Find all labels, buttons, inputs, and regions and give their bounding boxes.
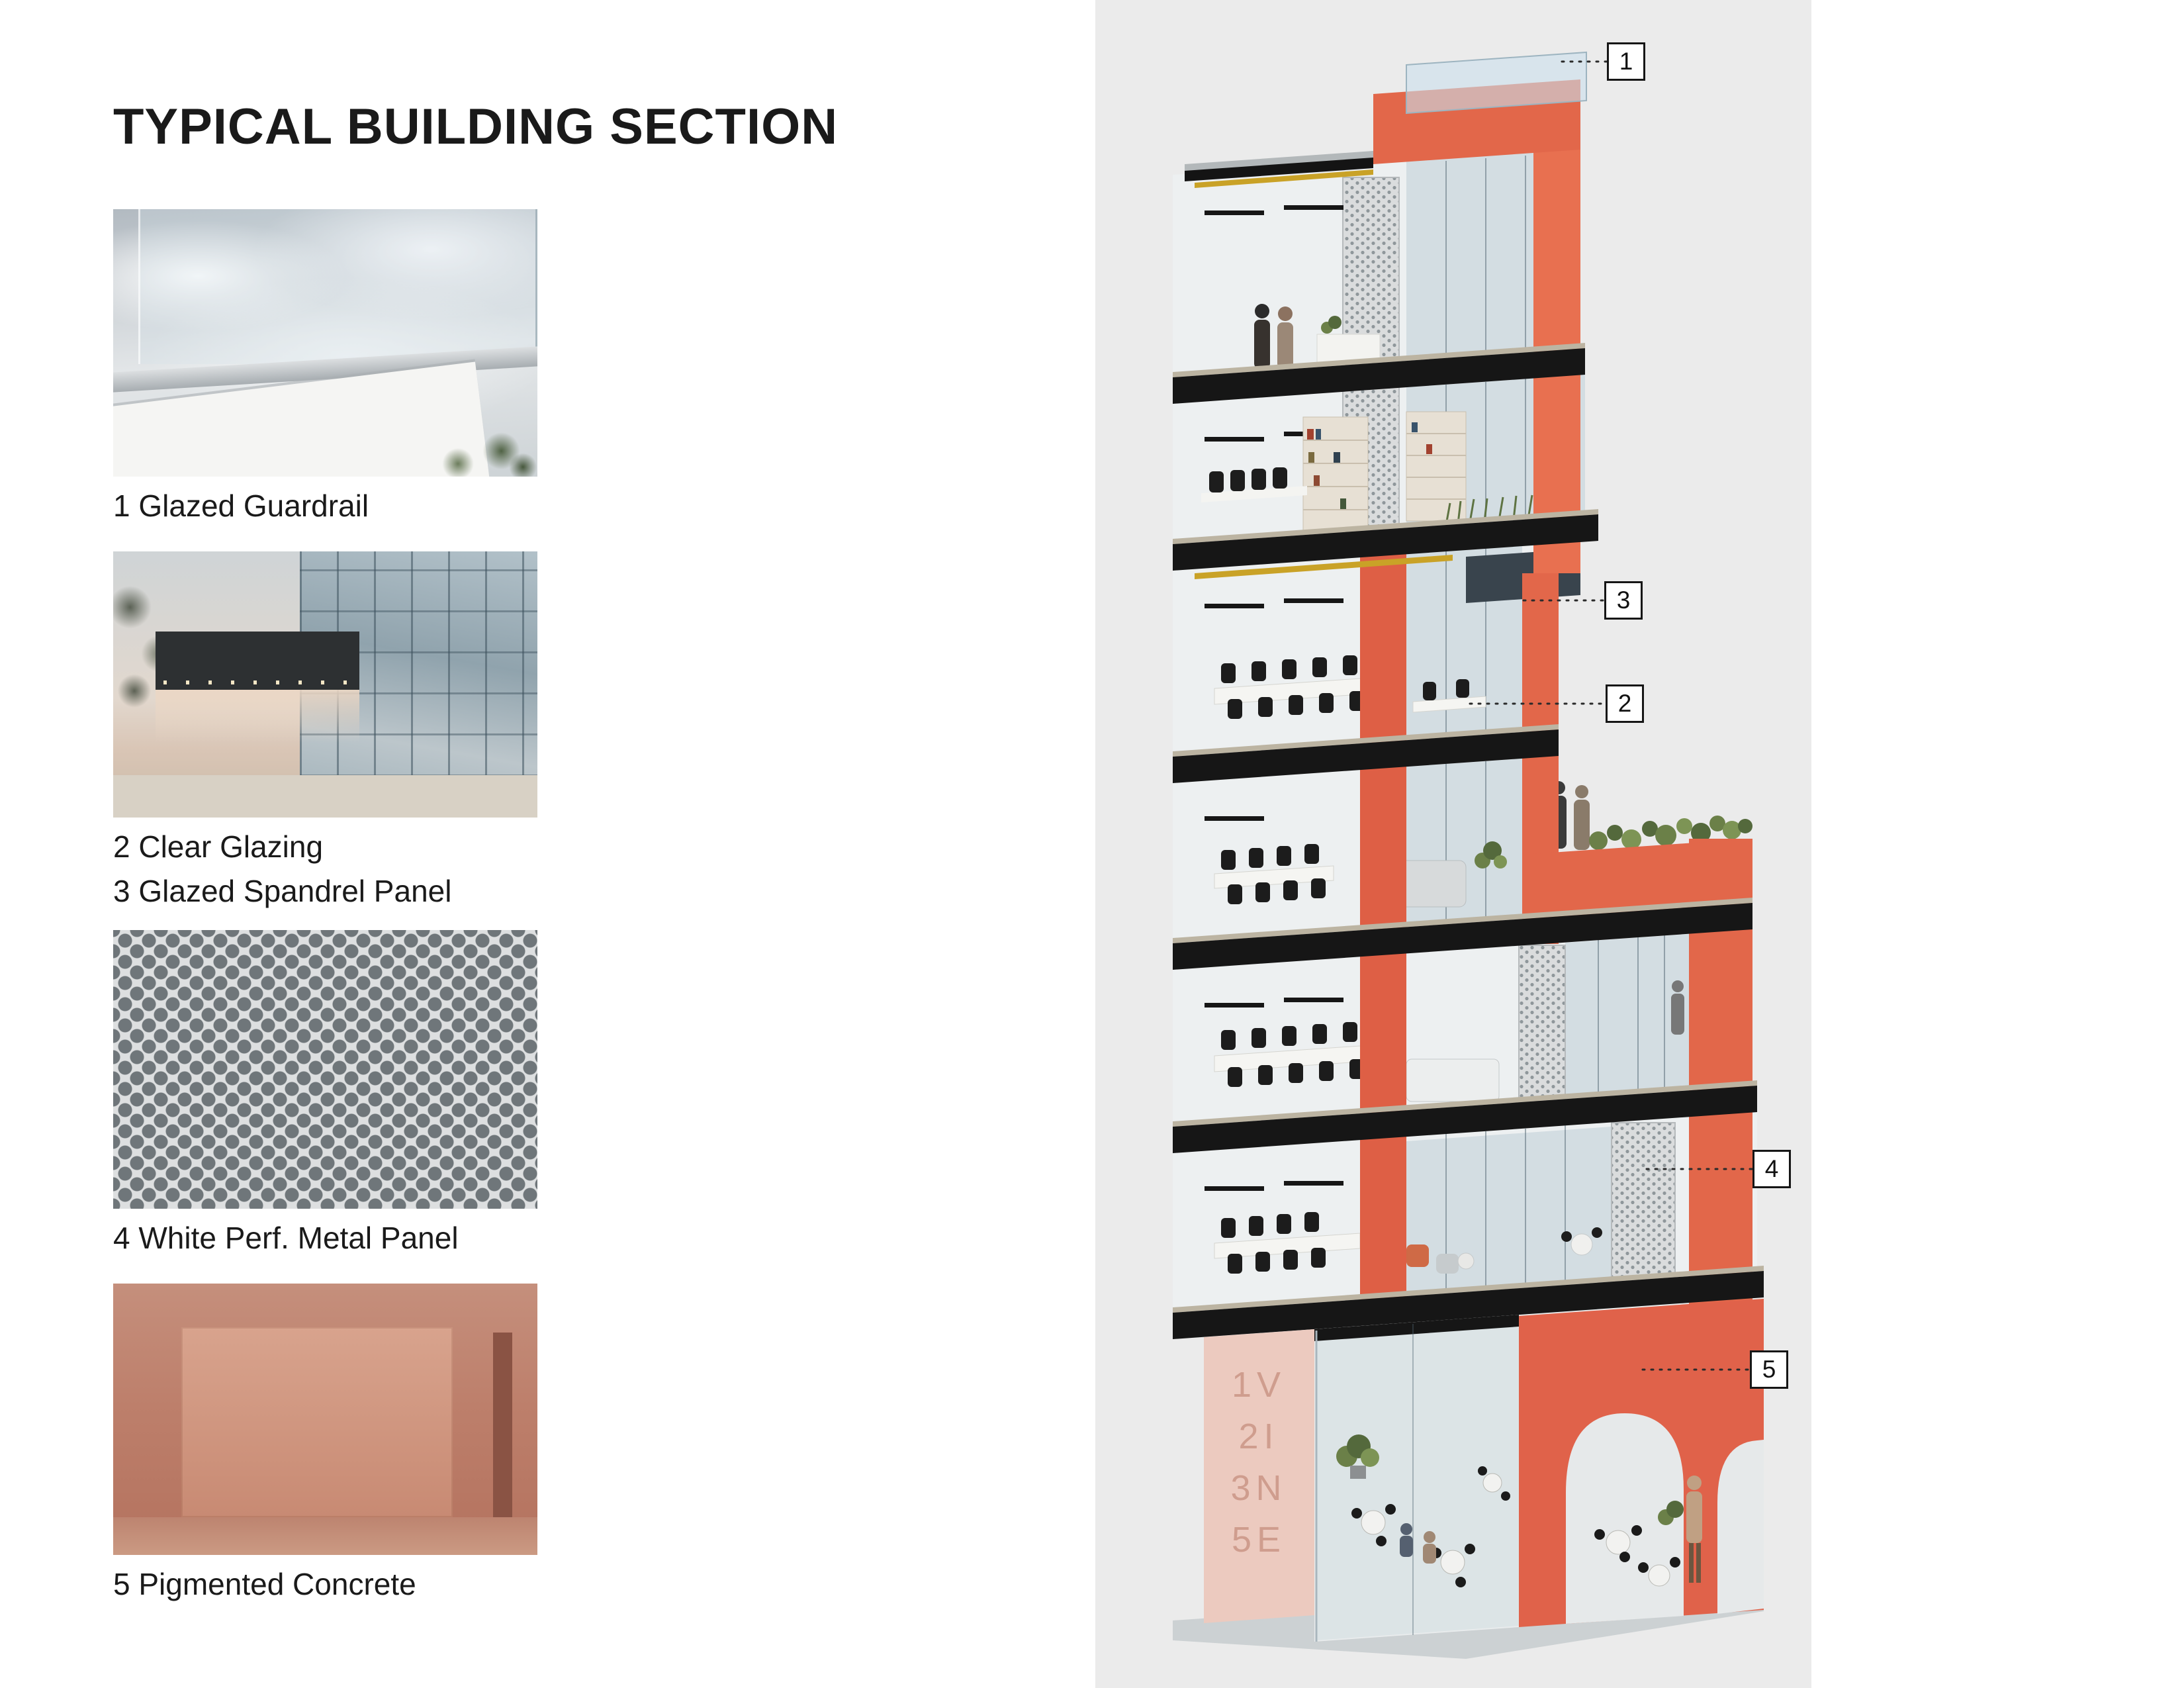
glass-panel: [138, 209, 537, 365]
glazed-guardrail-photo: [113, 209, 537, 477]
furniture: [1201, 205, 1602, 1274]
signage-panel: 1V 2I 3N 5E: [1204, 1329, 1314, 1623]
perforation-pattern: [113, 930, 537, 1209]
material-caption-5: 5 Pigmented Concrete: [113, 1567, 416, 1601]
concrete-back-wall: [181, 1327, 453, 1517]
gold-soffit-accents: [1195, 169, 1453, 579]
material-caption-3: 3 Glazed Spandrel Panel: [113, 874, 452, 909]
concrete-floor: [113, 1517, 537, 1555]
terrace-parapet: [1532, 839, 1752, 919]
pedestrian: [1686, 1476, 1702, 1583]
roof: [1185, 51, 1587, 181]
arch-opening-right: [1717, 1440, 1764, 1614]
sign-line-1: 1V: [1232, 1365, 1286, 1405]
ceiling-lights: [163, 680, 351, 685]
callout-box-4: 4: [1752, 1150, 1791, 1188]
cafe-furniture: [1336, 1434, 1510, 1587]
dark-soffit: [156, 631, 359, 690]
callout-leaders: [1469, 60, 1754, 1371]
people: [1254, 304, 1684, 1035]
arch-structure: [1519, 1299, 1764, 1627]
floor-slabs: [1173, 343, 1764, 1339]
callout-box-1: 1: [1607, 42, 1645, 81]
material-figure-glazed-guardrail: 1 Glazed Guardrail: [113, 209, 537, 528]
sign-line-4: 5E: [1232, 1520, 1286, 1560]
ground-floor: 1V 2I 3N 5E: [1204, 1299, 1764, 1642]
terrace-ground: [113, 774, 537, 818]
perforated-metal-photo: [113, 930, 537, 1209]
cafe-interior: [1314, 1315, 1519, 1642]
page-title: TYPICAL BUILDING SECTION: [113, 99, 839, 155]
material-caption-4: 4 White Perf. Metal Panel: [113, 1221, 459, 1255]
bookshelves: [1302, 411, 1467, 534]
pigmented-concrete-photo: [113, 1284, 537, 1555]
material-figure-clear-glazing: 2 Clear Glazing 3 Glazed Spandrel Panel: [113, 551, 537, 914]
storefront-beam: [1314, 1315, 1519, 1341]
roof-fascia: [1185, 158, 1373, 181]
callout-box-2: 2: [1606, 684, 1644, 723]
callout-box-3: 3: [1604, 581, 1643, 620]
clear-glazing-photo: [113, 551, 537, 818]
warm-glow: [156, 690, 359, 743]
building-section-illustration: 1V 2I 3N 5E: [1173, 51, 1764, 1659]
material-figure-perforated-metal: 4 White Perf. Metal Panel: [113, 930, 537, 1260]
section-diagram-panel: 1V 2I 3N 5E: [1095, 0, 1811, 1688]
material-caption-2: 2 Clear Glazing: [113, 829, 324, 864]
roof-glazed-guardrail: [1406, 51, 1587, 115]
door-recess: [492, 1332, 512, 1517]
callout-box-5: 5: [1750, 1350, 1788, 1389]
sign-line-2: 2I: [1238, 1417, 1279, 1456]
foliage: [393, 412, 537, 477]
material-caption-1: 1 Glazed Guardrail: [113, 489, 369, 523]
sign-line-3: 3N: [1230, 1468, 1287, 1508]
material-figure-pigmented-concrete: 5 Pigmented Concrete: [113, 1284, 537, 1606]
